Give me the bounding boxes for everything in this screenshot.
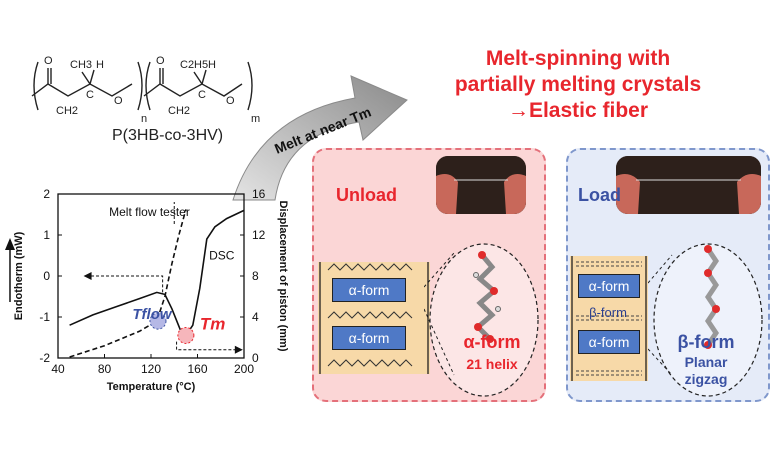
endotherm-arrowhead	[5, 238, 15, 250]
polymer-structure: O O CH3 C2H5 H H CH2 CH2 C C O O n m	[31, 55, 260, 125]
subscript-m: m	[251, 113, 260, 125]
tm-label: Tm	[200, 314, 226, 333]
dsc-label: DSC	[209, 249, 235, 263]
x-axis-label: Temperature (°C)	[107, 381, 196, 393]
unload-panel: Unload α-form α-form α-form 21 helix	[312, 148, 546, 402]
chiral-c-1: C	[86, 89, 94, 101]
zigzag-label: zigzag	[684, 371, 728, 387]
series-line-dsc	[69, 209, 245, 337]
y-left-axis-label: Endotherm (mW)	[13, 231, 25, 320]
tm-marker	[177, 326, 195, 344]
polymer-name: P(3HB-co-3HV)	[112, 127, 224, 144]
helix-zoom-unload	[424, 243, 539, 397]
alpha-box-unload-1: α-form	[332, 278, 406, 302]
y-right-tick-label: 4	[252, 310, 259, 324]
y-left-tick-label: 1	[43, 228, 50, 242]
helix-desc: 21 helix	[466, 356, 518, 372]
x-tick-label: 120	[141, 362, 161, 376]
headline-line3: →Elastic fiber	[507, 99, 649, 122]
fiber-photo-unload	[436, 156, 526, 214]
ester-o-2: O	[226, 95, 235, 107]
y-right-tick-label: 16	[252, 187, 266, 201]
load-panel: Load α-form β-form α-form β-form Planar …	[566, 148, 770, 402]
melt-flow-tester-label: Melt flow tester	[109, 205, 190, 219]
y-right-tick-label: 12	[252, 228, 266, 242]
x-tick-label: 80	[98, 362, 112, 376]
ethyl-group: C2H5	[180, 59, 208, 71]
hydrogen-1: H	[96, 59, 104, 71]
guide-right	[176, 341, 238, 351]
x-tick-label: 200	[234, 362, 254, 376]
process-arrow: Melt at near Tm	[232, 75, 408, 201]
alpha-box-load-2: α-form	[578, 330, 640, 354]
ester-o-1: O	[114, 95, 123, 107]
planar-label: Planar	[684, 354, 728, 370]
tflow-marker	[149, 312, 167, 330]
carbonyl-o-1: O	[44, 55, 53, 67]
y-left-tick-label: 0	[43, 269, 50, 283]
y-right-tick-label: 8	[252, 269, 259, 283]
alpha-box-load-1: α-form	[578, 274, 640, 298]
unload-title: Unload	[336, 185, 397, 205]
x-tick-label: 160	[187, 362, 207, 376]
methylene-2: CH2	[168, 105, 190, 117]
zigzag-zoom-load	[648, 243, 763, 397]
headline: Melt-spinning with partially melting cry…	[398, 46, 758, 124]
y-right-tick-label: 0	[252, 351, 259, 365]
tflow-label: Tflow	[132, 306, 172, 323]
load-title: Load	[578, 185, 621, 205]
carbonyl-o-2: O	[156, 55, 165, 67]
guide-left-arrowhead	[83, 272, 92, 280]
methylene-1: CH2	[56, 105, 78, 117]
beta-box-load: β-form	[589, 305, 627, 320]
hydrogen-2: H	[208, 59, 216, 71]
headline-line2: partially melting crystals	[454, 73, 702, 96]
x-tick-label: 40	[51, 362, 65, 376]
beta-form-label: β-form	[677, 332, 735, 352]
guide-right-arrowhead	[234, 345, 243, 354]
alpha-box-unload-2: α-form	[332, 326, 406, 350]
guide-left	[90, 275, 164, 293]
series-line-melt-flow-tester	[69, 209, 187, 358]
headline-line1: Melt-spinning with	[485, 47, 671, 70]
methyl-group: CH3	[70, 59, 92, 71]
alpha-form-label: α-form	[463, 332, 521, 352]
fiber-photo-load	[616, 156, 761, 214]
y-left-tick-label: -1	[39, 310, 50, 324]
y-right-axis-label: Displacement of piston (mm)	[277, 201, 289, 352]
chiral-c-2: C	[198, 89, 206, 101]
y-left-tick-label: -2	[39, 351, 50, 365]
subscript-n: n	[141, 113, 147, 125]
y-left-tick-label: 2	[43, 187, 50, 201]
